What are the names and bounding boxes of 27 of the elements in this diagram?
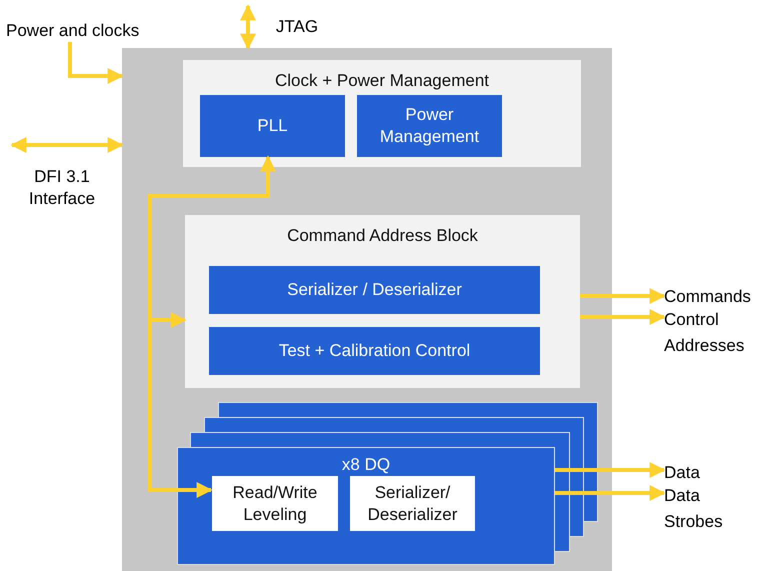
signal-label: Data Strobes [664,483,744,527]
edge-label: DFI 3.1 Interface [28,166,96,210]
arrow [580,309,666,325]
signal-label: Control Addresses [664,307,761,351]
block-title: x8 DQ [340,454,392,476]
function-block: Serializer / Deserializer [209,266,540,314]
arrow [555,462,666,478]
module-panel [185,215,580,388]
module-panel [183,60,581,167]
signal-label: Commands [664,284,761,306]
signal-label: Power and clocks [6,18,156,42]
function-block: PLL [200,95,345,157]
edge-label: JTAG [274,16,320,38]
function-block: Serializer/ Deserializer [350,476,475,531]
chip-block [122,48,612,571]
arrow [555,485,666,501]
bus-arrow [148,196,213,498]
arrow [580,288,666,304]
signal-label: Data [664,460,724,482]
arrow [240,4,256,50]
arrow [10,137,124,153]
function-block: Power Management [357,95,502,157]
function-block: Read/Write Leveling [212,476,338,531]
block-title: Clock + Power Management [274,70,490,92]
arrow [68,42,124,84]
block-title: Command Address Block [286,225,479,247]
function-block: Test + Calibration Control [209,327,540,375]
